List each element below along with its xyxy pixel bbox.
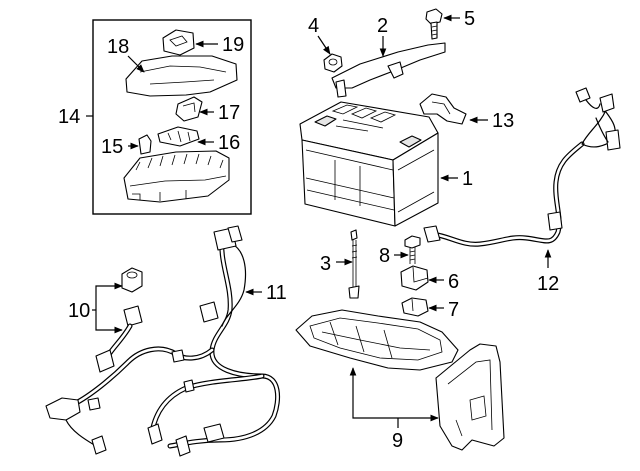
part-12-cable [423,87,621,247]
part-9-tray [295,309,505,451]
callout-17: 17 [218,102,240,124]
callout-15: 15 [101,136,123,158]
part-15-clip [138,134,152,155]
fuse-block-base [123,150,230,203]
part-3-rod [348,229,360,299]
part-11-cable [45,225,281,457]
leader-18 [127,55,145,73]
part-16-fuse-strip [157,126,200,147]
part-5-bolt [425,8,443,40]
callout-6: 6 [448,271,459,293]
callout-9: 9 [392,430,403,452]
leader-4 [317,35,331,55]
callout-12: 12 [537,273,559,295]
callout-8: 8 [379,245,390,267]
callout-19: 19 [222,34,244,56]
part-2-hold-down [331,42,446,98]
callout-14: 14 [58,106,80,128]
fuse-block-inset-frame [92,19,252,215]
callout-2: 2 [377,15,388,37]
part-7-clip [401,297,429,317]
callout-1: 1 [462,168,473,190]
callout-13: 13 [492,110,514,132]
part-13-bracket [419,93,467,125]
part-6-block [400,265,429,291]
callout-18: 18 [107,36,129,58]
part-18-cover [125,55,238,97]
leader-10 [95,282,123,334]
callout-7: 7 [448,299,459,321]
callout-10: 10 [68,300,90,322]
part-1-battery [299,101,439,227]
leader-9 [349,367,439,422]
part-4-nut [323,53,343,73]
callout-5: 5 [464,8,475,30]
callout-3: 3 [320,253,331,275]
part-19-cap [162,29,195,56]
callout-4: 4 [308,15,319,37]
callout-16: 16 [218,132,240,154]
part-8-bolt [404,235,421,264]
part-10-cable [95,267,143,373]
callout-11: 11 [266,282,287,304]
part-17-bracket [175,96,203,122]
